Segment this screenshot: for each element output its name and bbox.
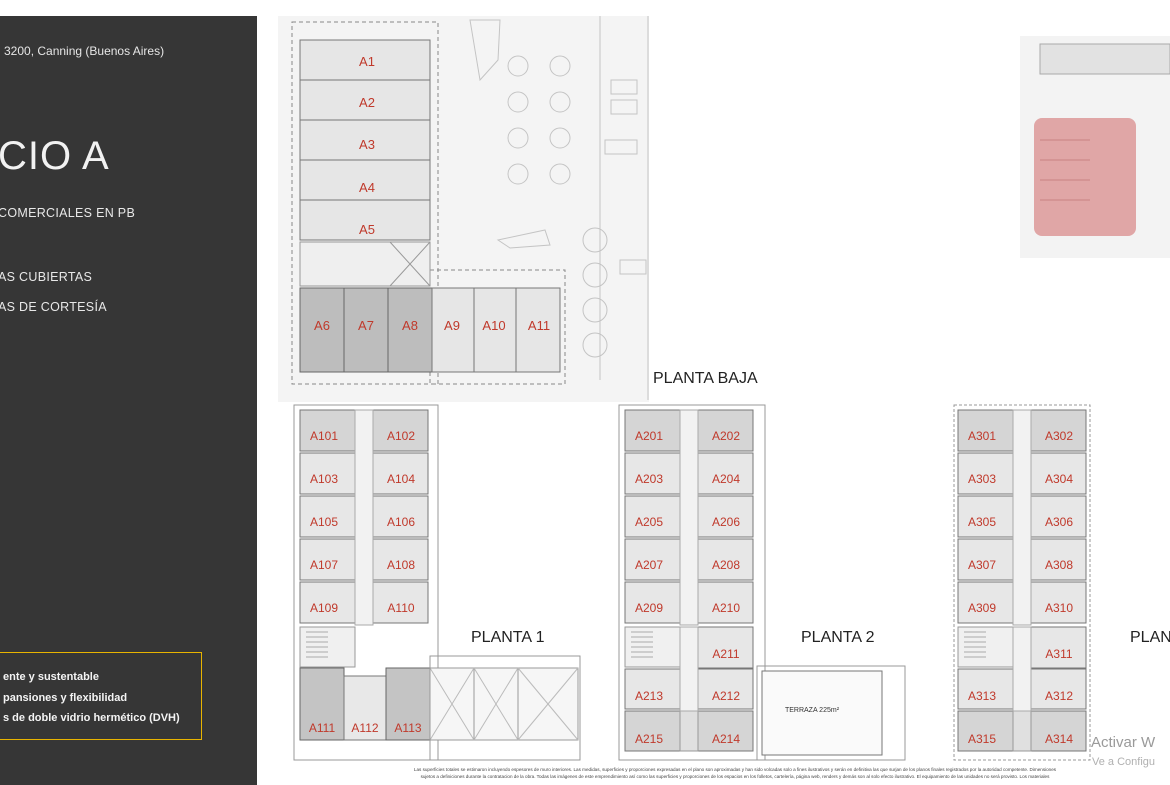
unit-a7: A7 xyxy=(358,318,374,333)
unit-a306: A306 xyxy=(1045,515,1073,529)
terrace-label: TERRAZA 225m² xyxy=(785,707,840,714)
unit-a107: A107 xyxy=(310,558,338,572)
unit-a301: A301 xyxy=(968,429,996,443)
unit-a210: A210 xyxy=(712,601,740,615)
unit-a303: A303 xyxy=(968,472,996,486)
unit-a203: A203 xyxy=(635,472,663,486)
key-plan xyxy=(1020,36,1170,258)
highlight-3: s de doble vidrio hermético (DVH) xyxy=(3,712,180,724)
unit-a105: A105 xyxy=(310,515,338,529)
unit-a205: A205 xyxy=(635,515,663,529)
unit-a11: A11 xyxy=(528,318,550,333)
unit-a307: A307 xyxy=(968,558,996,572)
unit-a310: A310 xyxy=(1045,601,1073,615)
unit-a113: A113 xyxy=(394,721,421,735)
unit-a111: A111 xyxy=(309,721,336,735)
unit-extra-4: A214 xyxy=(712,732,740,746)
unit-a3: A3 xyxy=(359,137,375,152)
unit-extra-3: A215 xyxy=(635,732,663,746)
unit-extra-0: A311 xyxy=(1045,647,1072,661)
unit-extra-4: A314 xyxy=(1045,732,1073,746)
unit-a207: A207 xyxy=(635,558,663,572)
footnote-line-1: Las superficies totales se estimaron inc… xyxy=(414,767,1057,772)
unit-a112: A112 xyxy=(351,721,378,735)
unit-a206: A206 xyxy=(712,515,740,529)
unit-a209: A209 xyxy=(635,601,663,615)
unit-a304: A304 xyxy=(1045,472,1073,486)
label-planta-baja: PLANTA BAJA xyxy=(653,370,758,387)
unit-a302: A302 xyxy=(1045,429,1073,443)
feature-commercial: COMERCIALES EN PB xyxy=(0,206,136,220)
unit-extra-0: A211 xyxy=(712,647,739,661)
unit-a110: A110 xyxy=(387,601,414,615)
unit-a201: A201 xyxy=(635,429,663,443)
unit-a6: A6 xyxy=(314,318,330,333)
unit-a5: A5 xyxy=(359,222,375,237)
unit-a4: A4 xyxy=(359,180,375,195)
unit-a309: A309 xyxy=(968,601,996,615)
planta-baja: A1 A2 A3 A4 A5 A6 A7 A8 A9 A10 A11 PLANT… xyxy=(291,21,758,387)
label-planta-3: PLANT xyxy=(1130,629,1170,646)
project-address: l 3200, Canning (Buenos Aires) xyxy=(0,44,165,58)
feature-courtesy: AS DE CORTESÍA xyxy=(0,300,107,314)
watermark-settings: Ve a Configu xyxy=(1092,756,1155,768)
feature-covered: AS CUBIERTAS xyxy=(0,270,93,284)
unit-extra-2: A312 xyxy=(1045,689,1073,703)
unit-a10: A10 xyxy=(482,318,505,333)
unit-a305: A305 xyxy=(968,515,996,529)
watermark-activate: Activar W xyxy=(1091,734,1156,751)
unit-a109: A109 xyxy=(310,601,338,615)
building-title: CIO A xyxy=(0,134,110,178)
unit-a102: A102 xyxy=(387,429,415,443)
unit-a9: A9 xyxy=(444,318,460,333)
unit-a104: A104 xyxy=(387,472,415,486)
unit-a202: A202 xyxy=(712,429,740,443)
unit-a308: A308 xyxy=(1045,558,1073,572)
site-landscape xyxy=(469,16,649,400)
unit-a106: A106 xyxy=(387,515,415,529)
unit-extra-1: A213 xyxy=(635,689,663,703)
unit-a8: A8 xyxy=(402,318,418,333)
unit-extra-3: A315 xyxy=(968,732,996,746)
highlights-box: ente y sustentable pansiones y flexibili… xyxy=(0,652,202,740)
unit-extra-2: A212 xyxy=(712,689,740,703)
unit-a208: A208 xyxy=(712,558,740,572)
unit-a103: A103 xyxy=(310,472,338,486)
floor-plans: A1 A2 A3 A4 A5 A6 A7 A8 A9 A10 A11 PLANT… xyxy=(278,16,1170,779)
unit-a204: A204 xyxy=(712,472,740,486)
sidebar-panel: l 3200, Canning (Buenos Aires) CIO A COM… xyxy=(0,16,257,785)
label-planta-1: PLANTA 1 xyxy=(471,629,545,646)
highlight-2: pansiones y flexibilidad xyxy=(3,692,128,704)
unit-a1: A1 xyxy=(359,54,375,69)
unit-a101: A101 xyxy=(310,429,338,443)
footnote-line-2: sujetos a definiciones durante la contra… xyxy=(421,774,1051,779)
highlight-1: ente y sustentable xyxy=(3,671,99,683)
unit-a2: A2 xyxy=(359,95,375,110)
label-planta-2: PLANTA 2 xyxy=(801,629,875,646)
unit-extra-1: A313 xyxy=(968,689,996,703)
unit-a108: A108 xyxy=(387,558,415,572)
